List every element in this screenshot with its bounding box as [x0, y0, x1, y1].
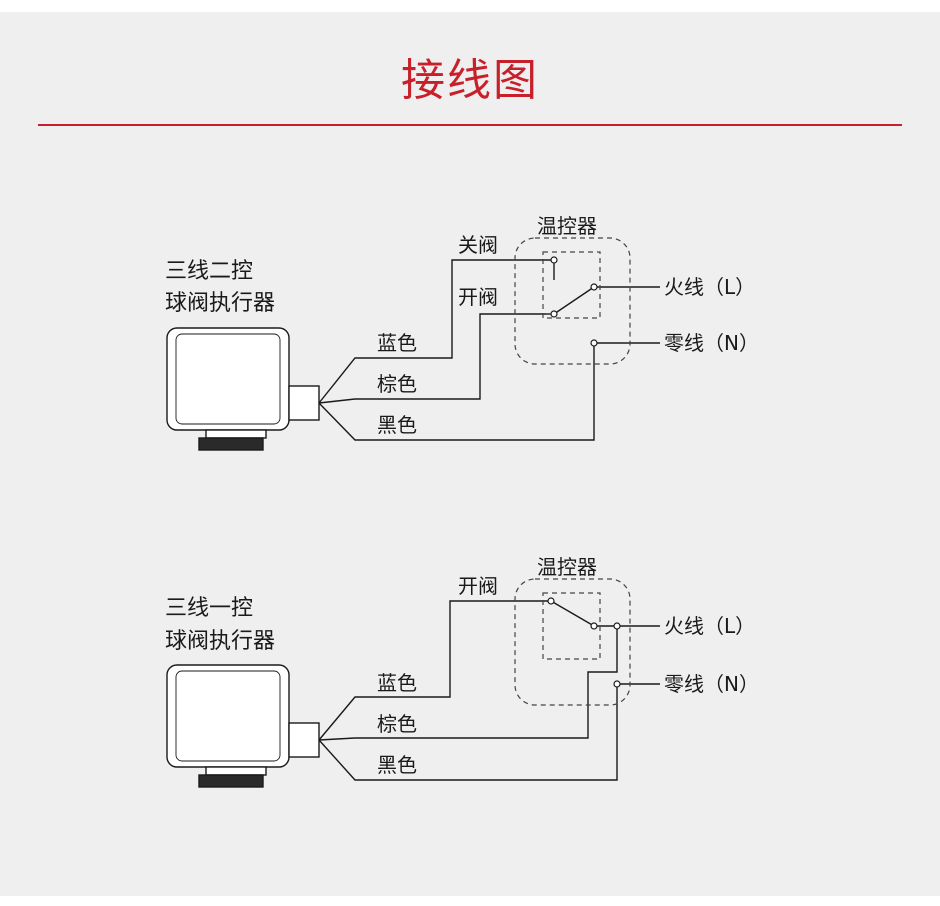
black-wire-label: 黑色 [377, 753, 417, 777]
switch-terminals [550, 256, 598, 347]
actuator-icon [166, 664, 320, 788]
actuator-label-line2: 球阀执行器 [165, 629, 275, 654]
live-wire-label: 火线（L） [664, 614, 755, 638]
wiring-diagram-one-control: 三线一控 球阀执行器 [165, 555, 759, 788]
blue-wire [318, 259, 528, 404]
thermostat-switch-box [542, 251, 601, 319]
title-divider [38, 124, 902, 126]
brown-wire [318, 313, 546, 404]
brown-wire-label: 棕色 [377, 712, 417, 736]
thermostat-outline [514, 578, 631, 706]
live-wire-label: 火线（L） [664, 275, 755, 299]
blue-wire-label: 蓝色 [377, 331, 417, 355]
thermostat-switch-box [542, 592, 601, 660]
close-valve-label: 关阀 [458, 233, 498, 257]
open-valve-label: 开阀 [458, 574, 498, 598]
black-wire [318, 343, 595, 441]
wires [318, 600, 660, 781]
actuator-label-line1: 三线一控 [165, 596, 253, 621]
black-wire [318, 684, 618, 781]
thermostat-label: 温控器 [537, 555, 597, 579]
page-title: 接线图 [401, 55, 539, 106]
brown-wire [318, 626, 618, 741]
open-valve-label: 开阀 [458, 285, 498, 309]
actuator-label-line1: 三线二控 [165, 259, 253, 284]
actuator-label-line2: 球阀执行器 [165, 291, 275, 316]
thermostat-label: 温控器 [537, 214, 597, 238]
neutral-wire-label: 零线（N） [664, 672, 759, 696]
blue-wire [318, 600, 551, 741]
black-wire-label: 黑色 [377, 413, 417, 437]
actuator-icon [166, 327, 320, 451]
content-background [0, 12, 940, 896]
neutral-wire-label: 零线（N） [664, 331, 759, 355]
switch-terminals [547, 597, 621, 688]
brown-wire-label: 棕色 [377, 372, 417, 396]
blue-wire-label: 蓝色 [377, 671, 417, 695]
wires [318, 259, 660, 441]
wiring-diagram-two-control: 三线二控 球阀执行器 [165, 214, 759, 451]
thermostat-outline [514, 237, 631, 365]
